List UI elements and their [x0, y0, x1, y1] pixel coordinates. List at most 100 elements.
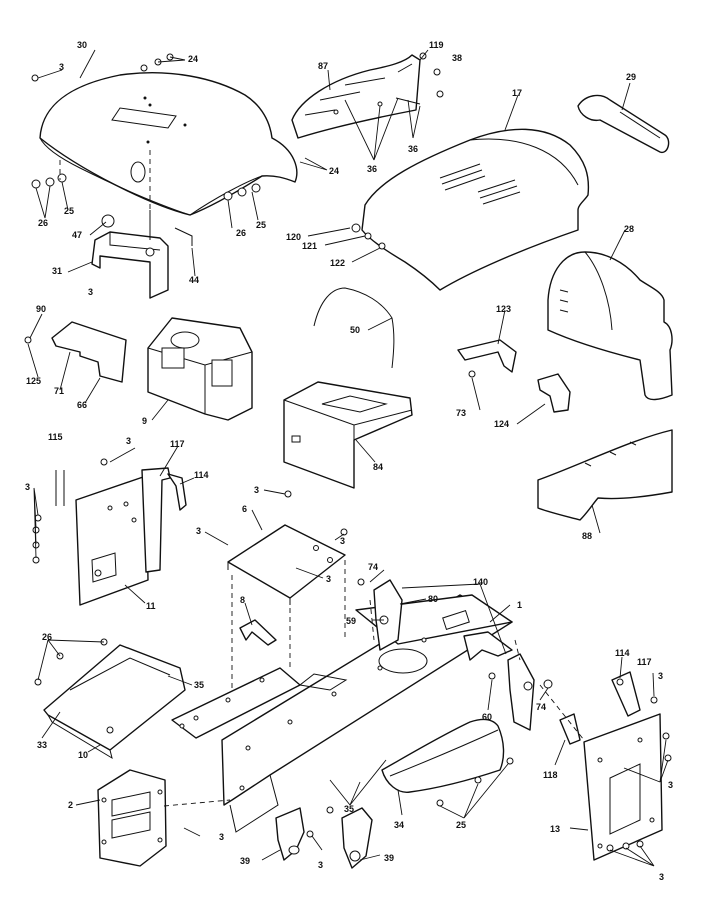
callout-80: 80 — [428, 594, 438, 604]
callout-74: 74 — [368, 562, 378, 572]
brackets-140-59 — [357, 578, 553, 731]
plate-90-66 — [24, 321, 127, 383]
callout-73: 73 — [456, 408, 466, 418]
callout-24: 24 — [329, 166, 339, 176]
callout-26: 26 — [236, 228, 246, 238]
callout-125: 125 — [26, 376, 41, 386]
bolts-3-left — [32, 514, 42, 564]
callout-44: 44 — [189, 275, 199, 285]
callout-47: 47 — [72, 230, 82, 240]
callout-59: 59 — [346, 616, 356, 626]
hood-17 — [351, 128, 590, 291]
callout-3: 3 — [318, 860, 323, 870]
frame-1 — [171, 594, 513, 833]
callout-66: 66 — [77, 400, 87, 410]
callout-26: 26 — [42, 632, 52, 642]
callout-123: 123 — [496, 304, 511, 314]
callout-50: 50 — [350, 325, 360, 335]
callout-25: 25 — [256, 220, 266, 230]
callout-71: 71 — [54, 386, 64, 396]
callout-39: 39 — [384, 853, 394, 863]
callout-31: 31 — [52, 266, 62, 276]
callout-38: 38 — [452, 53, 462, 63]
callout-labels: 30 24 3 26 25 47 31 3 44 24 26 25 87 119… — [25, 40, 673, 882]
callout-121: 121 — [302, 241, 317, 251]
brackets-39 — [275, 806, 373, 869]
callout-3: 3 — [25, 482, 30, 492]
callout-90: 90 — [36, 304, 46, 314]
lens-29 — [577, 94, 670, 154]
callout-3: 3 — [658, 671, 663, 681]
side-panel-28 — [547, 251, 673, 401]
heat-shield-87 — [291, 54, 421, 139]
callout-115: 115 — [48, 432, 63, 442]
callout-3: 3 — [326, 574, 331, 584]
callout-36: 36 — [408, 144, 418, 154]
callout-3: 3 — [659, 872, 664, 882]
callout-124: 124 — [494, 419, 509, 429]
callout-30: 30 — [77, 40, 87, 50]
callout-3: 3 — [59, 62, 64, 72]
callout-140: 140 — [473, 577, 488, 587]
bracket-8 — [239, 619, 277, 646]
skirt-88 — [537, 429, 673, 521]
callout-122: 122 — [330, 258, 345, 268]
callout-36: 36 — [367, 164, 377, 174]
callout-3: 3 — [668, 780, 673, 790]
callout-3: 3 — [196, 526, 201, 536]
callout-11: 11 — [146, 601, 156, 611]
callout-3: 3 — [88, 287, 93, 297]
callout-3: 3 — [219, 832, 224, 842]
callout-29: 29 — [626, 72, 636, 82]
callout-74: 74 — [536, 702, 546, 712]
dash-tower-9 — [147, 317, 253, 421]
callout-2: 2 — [68, 800, 73, 810]
callout-34: 34 — [394, 820, 404, 830]
callout-60: 60 — [482, 712, 492, 722]
callout-114: 114 — [615, 648, 630, 658]
callout-3: 3 — [126, 436, 131, 446]
callout-9: 9 — [142, 416, 147, 426]
footrest-33 — [34, 638, 186, 760]
battery-plate-6 — [227, 490, 348, 605]
leader-lines — [27, 49, 669, 867]
callout-25: 25 — [456, 820, 466, 830]
dash-panel-30 — [39, 72, 298, 216]
footrest-34 — [381, 718, 514, 807]
callout-88: 88 — [582, 531, 592, 541]
callout-3: 3 — [254, 485, 259, 495]
callout-10: 10 — [78, 750, 88, 760]
callout-35: 35 — [194, 680, 204, 690]
side-panel-13 — [559, 671, 672, 861]
callout-3: 3 — [340, 536, 345, 546]
callout-118: 118 — [543, 770, 558, 780]
callout-28: 28 — [624, 224, 634, 234]
panel-11 — [55, 470, 149, 606]
fasteners-26-25-left — [31, 173, 261, 201]
bracket-124 — [537, 373, 571, 413]
callout-35: 35 — [344, 804, 354, 814]
callout-6: 6 — [242, 504, 247, 514]
callout-25: 25 — [64, 206, 74, 216]
callout-84: 84 — [373, 462, 383, 472]
callout-8: 8 — [240, 595, 245, 605]
tray-84 — [283, 381, 413, 489]
callout-87: 87 — [318, 61, 328, 71]
callout-39: 39 — [240, 856, 250, 866]
callout-1: 1 — [517, 600, 522, 610]
callout-117: 117 — [170, 439, 185, 449]
callout-119: 119 — [429, 40, 444, 50]
callout-120: 120 — [286, 232, 301, 242]
side-plate-2 — [97, 769, 167, 867]
callout-13: 13 — [550, 824, 560, 834]
wire-50 — [313, 287, 395, 369]
bracket-31 — [91, 210, 193, 299]
callout-114: 114 — [194, 470, 209, 480]
callout-17: 17 — [512, 88, 522, 98]
callout-117: 117 — [637, 657, 652, 667]
bracket-123 — [457, 339, 517, 378]
callout-33: 33 — [37, 740, 47, 750]
callout-24: 24 — [188, 54, 198, 64]
